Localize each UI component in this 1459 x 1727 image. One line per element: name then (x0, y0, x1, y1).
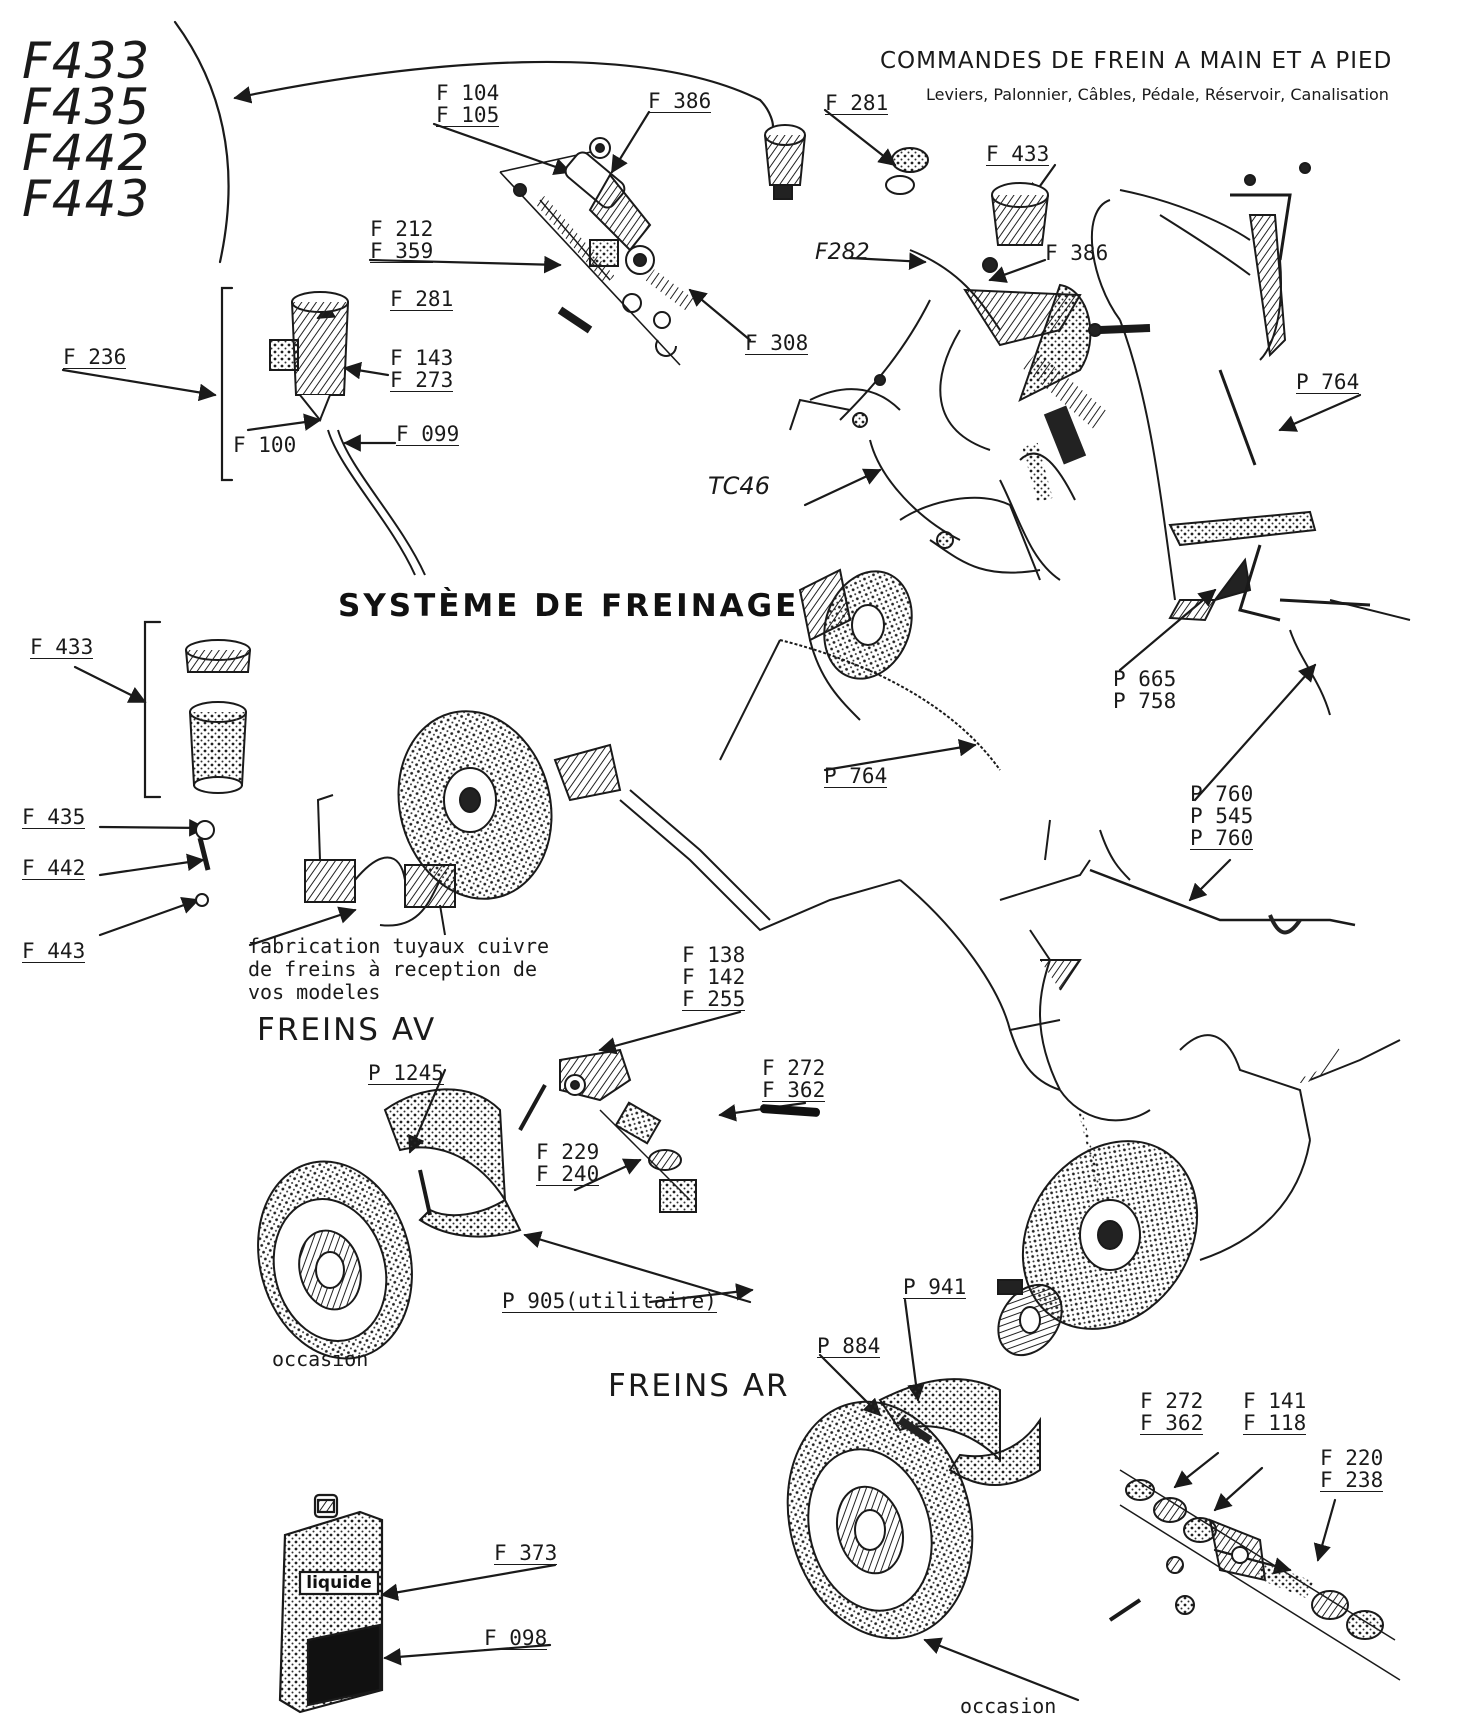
label-p764-mid: P 764 (824, 764, 888, 788)
handwritten-f282: F282 (815, 240, 870, 265)
copper-pipes-note: fabrication tuyaux cuivre de freins à re… (248, 934, 550, 1004)
label-f212-f359: F 212 F 359 (370, 217, 434, 263)
label-f138-f142-f255: F 138 F 142 F 255 (682, 943, 746, 1011)
label-f229-f240: F 229 F 240 (536, 1140, 600, 1186)
header-title: COMMANDES DE FREIN A MAIN ET A PIED (880, 48, 1393, 74)
handwritten-arrow-line (233, 60, 762, 104)
occasion-front: occasion (272, 1347, 369, 1371)
label-p1245: P 1245 (368, 1061, 444, 1085)
handwritten-code: F443 (22, 170, 151, 228)
label-f433-kit: F 433 (30, 635, 94, 659)
label-f443: F 443 (22, 939, 86, 963)
label-f104-f105: F 104 F 105 (436, 81, 500, 127)
label-f143-f273: F 143 F 273 (390, 346, 454, 392)
handwritten-code: F442 (22, 124, 151, 182)
label-f386-top: F 386 (648, 89, 712, 113)
label-p760-p545: P 760 P 545 P 760 (1190, 782, 1254, 850)
label-p941: P 941 (903, 1275, 967, 1299)
label-f272-f362-front: F 272 F 362 (762, 1056, 826, 1102)
handwritten-code: F435 (22, 78, 151, 136)
label-f435: F 435 (22, 805, 86, 829)
label-f141-f118: F 141 F 118 (1243, 1389, 1307, 1435)
handwritten-bracket (173, 20, 230, 264)
section-rear: FREINS AR (608, 1368, 790, 1404)
label-f100: F 100 (233, 433, 297, 457)
section-front: FREINS AV (257, 1012, 437, 1048)
label-p665-p758: P 665 P 758 (1113, 667, 1177, 713)
label-f220-f238: F 220 F 238 (1320, 1446, 1384, 1492)
label-f098: F 098 (484, 1626, 548, 1650)
handwritten-code: F433 (22, 32, 151, 90)
label-f442: F 442 (22, 856, 86, 880)
label-f281-top: F 281 (825, 91, 889, 115)
main-title: SYSTÈME DE FREINAGE (338, 588, 800, 624)
label-p905: P 905(utilitaire) (502, 1289, 717, 1313)
occasion-rear: occasion (960, 1694, 1057, 1718)
label-f272-f362-rear: F 272 F 362 (1140, 1389, 1204, 1435)
kit-bracket (143, 620, 162, 799)
label-f099: F 099 (396, 422, 460, 446)
can-label: liquide (306, 1573, 372, 1593)
label-f433-top: F 433 (986, 142, 1050, 166)
label-p884: P 884 (817, 1334, 881, 1358)
handwritten-tc: TC46 (708, 472, 770, 500)
label-p764-top: P 764 (1296, 370, 1360, 394)
label-f386-mid: F 386 (1045, 241, 1109, 265)
label-f236: F 236 (63, 345, 127, 369)
handwritten-codes: F433 F435 F442 F443 (22, 32, 151, 228)
label-f308: F 308 (745, 331, 809, 355)
reservoir-bracket (220, 286, 234, 482)
header-subtitle: Leviers, Palonnier, Câbles, Pédale, Rése… (926, 85, 1389, 104)
label-f281-reservoir: F 281 (390, 287, 454, 311)
label-f373: F 373 (494, 1541, 558, 1565)
